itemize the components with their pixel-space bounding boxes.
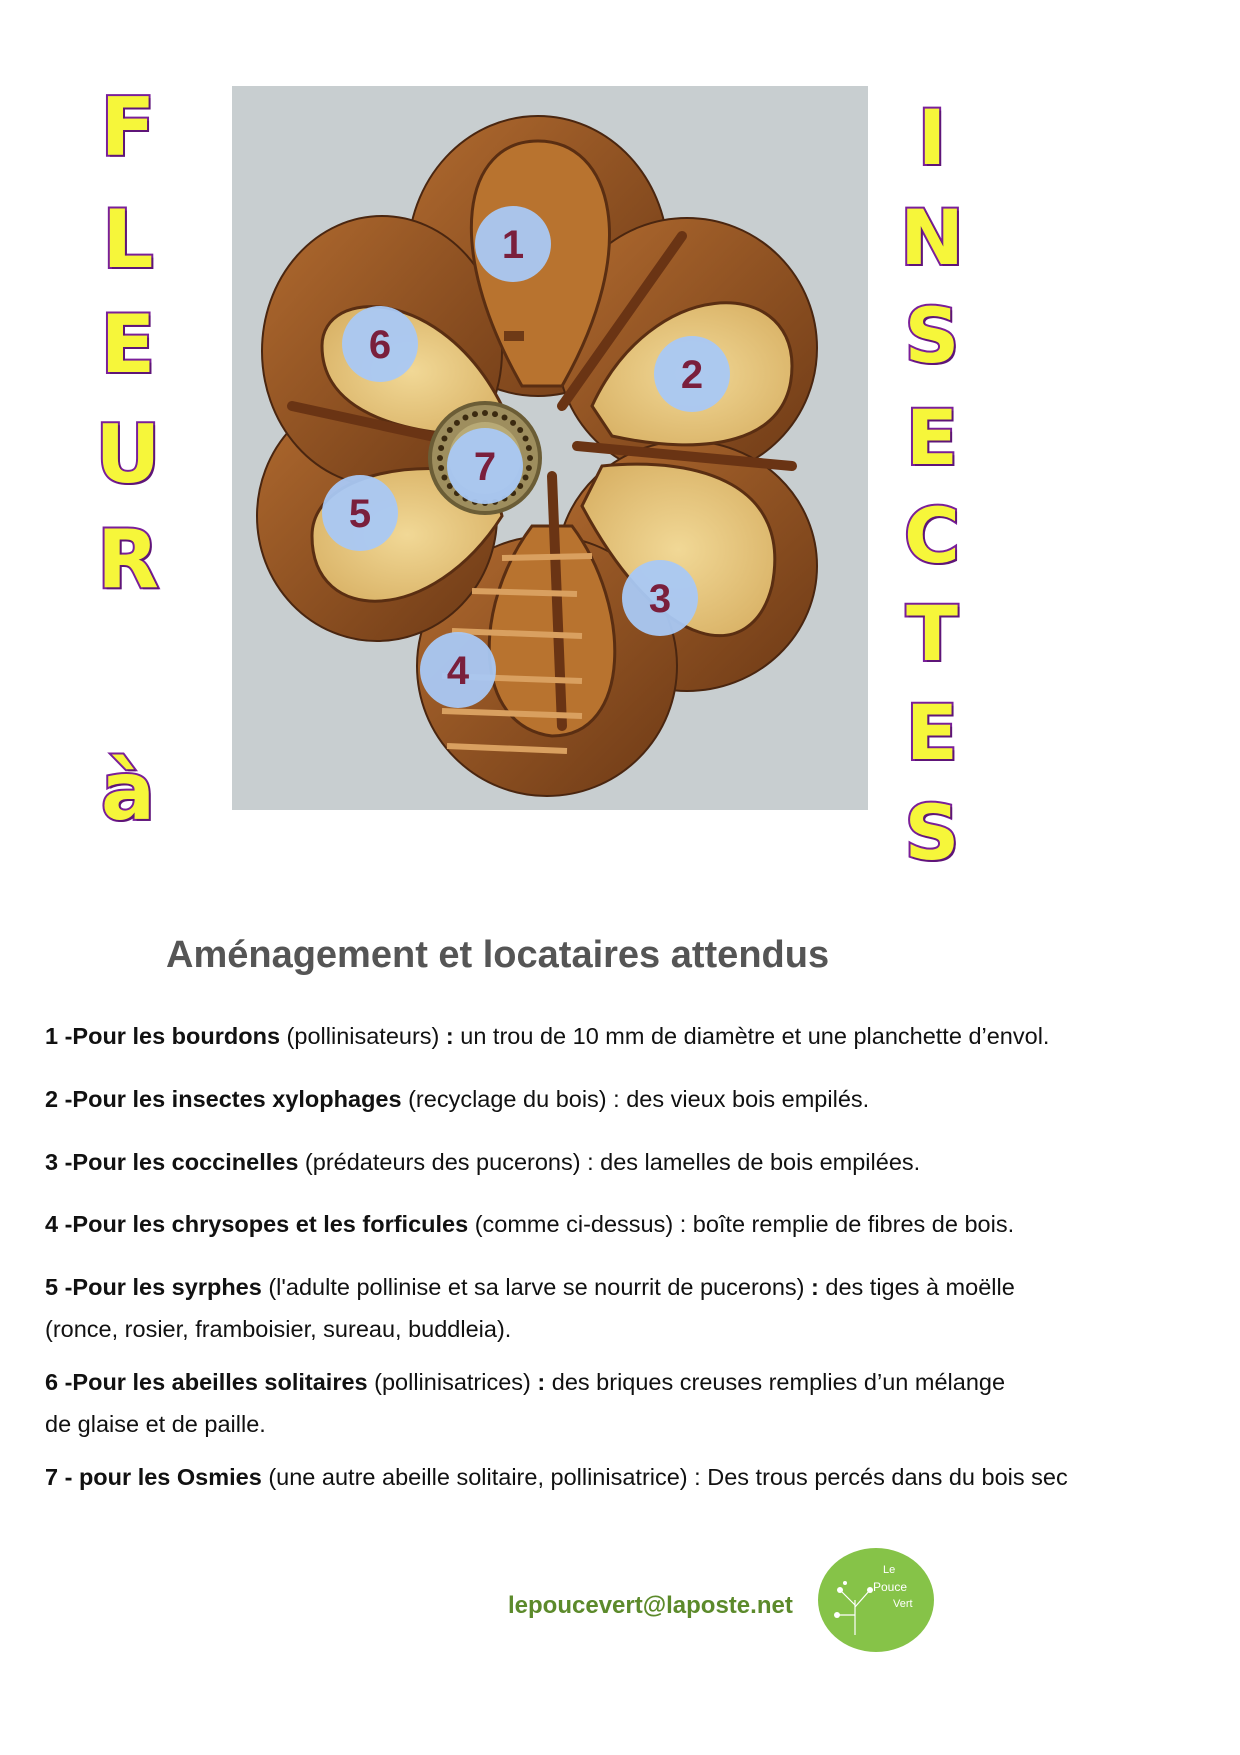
title-left-letter: R xyxy=(95,513,161,606)
item-text: des tiges à moëlle xyxy=(818,1274,1015,1300)
item-text: (l'adulte pollinise et sa larve se nourr… xyxy=(261,1274,812,1300)
item-bold-text: 2 -Pour les insectes xylophages xyxy=(45,1086,402,1112)
osmia-holes xyxy=(437,410,533,506)
item-text: (une autre abeille solitaire, pollinisat… xyxy=(261,1464,1068,1490)
compartment-number: 6 xyxy=(369,323,391,367)
osmia-hole xyxy=(438,465,445,472)
logo-text-le: Le xyxy=(883,1564,895,1576)
item-bold-text: 7 - pour les Osmies xyxy=(45,1464,262,1490)
osmia-hole xyxy=(510,419,517,426)
title-right-letter: T xyxy=(904,589,960,678)
item-text: (recyclage du bois) : des vieux bois emp… xyxy=(401,1086,870,1112)
tenant-item-5-line-2: (ronce, rosier, framboisier, sureau, bud… xyxy=(45,1308,1195,1350)
compartment-marker-4: 4 xyxy=(420,632,496,708)
osmia-hole xyxy=(441,474,448,481)
compartment-number: 3 xyxy=(649,577,671,621)
title-right-letter: S xyxy=(903,291,962,380)
item-text: (ronce, rosier, framboisier, sureau, bud… xyxy=(45,1316,512,1342)
title-left-letter: L xyxy=(101,193,156,286)
insect-hotel-diagram: 1 2 3 4 5 6 7 xyxy=(232,86,868,810)
title-right-letter: S xyxy=(903,788,962,877)
osmia-hole xyxy=(501,414,508,421)
item-text: (comme ci-dessus) : boîte remplie de fib… xyxy=(468,1211,1015,1237)
osmia-hole xyxy=(525,465,532,472)
title-left-letter: à xyxy=(99,745,157,838)
item-bold-text: 1 -Pour les bourdons xyxy=(45,1023,281,1049)
tenant-item-6-line-2: de glaise et de paille. xyxy=(45,1403,1195,1445)
tenant-item-1: 1 -Pour les bourdons (pollinisateurs) : … xyxy=(45,1015,1195,1057)
logo-plant-drawing xyxy=(837,1589,871,1635)
osmia-hole xyxy=(462,414,469,421)
osmia-hole xyxy=(527,455,533,461)
title-right-letter: E xyxy=(904,688,960,777)
section-heading: Aménagement et locataires attendus xyxy=(166,934,830,976)
osmia-hole xyxy=(517,426,524,433)
title-left-letter: E xyxy=(99,298,158,391)
compartment-number: 4 xyxy=(447,649,470,693)
osmia-hole xyxy=(438,444,445,451)
item-text: (prédateurs des pucerons) : des lamelles… xyxy=(298,1149,921,1175)
item-text: des briques creuses remplies d’un mélang… xyxy=(545,1369,1006,1395)
entrance-board xyxy=(504,331,524,341)
osmia-hole xyxy=(525,444,532,451)
title-right-letter: C xyxy=(902,491,962,580)
le-pouce-vert-logo: Le Pouce Vert xyxy=(818,1548,934,1652)
item-text: (pollinisatrices) xyxy=(367,1369,538,1395)
item-bold-text: : xyxy=(537,1369,546,1395)
title-right-letter: N xyxy=(898,193,966,282)
item-bold-text: : xyxy=(811,1274,819,1300)
item-bold-text: : xyxy=(445,1023,454,1049)
contact-email[interactable]: lepoucevert@laposte.net xyxy=(508,1592,793,1619)
title-left-letter: U xyxy=(94,408,163,501)
tenant-item-4: 4 -Pour les chrysopes et les forficules … xyxy=(45,1203,1195,1245)
compartment-number: 5 xyxy=(349,492,371,536)
compartment-marker-1: 1 xyxy=(475,206,551,282)
compartment-marker-6: 6 xyxy=(342,306,418,382)
logo-text-pouce: Pouce xyxy=(873,1580,907,1594)
title-right-letter: E xyxy=(904,393,960,482)
osmia-hole xyxy=(522,474,529,481)
logo-text-vert: Vert xyxy=(893,1598,913,1610)
osmia-hole xyxy=(446,483,453,490)
item-text: un trou de 10 mm de diamètre et une plan… xyxy=(453,1023,1050,1049)
tenant-item-6: 6 -Pour les abeilles solitaires (pollini… xyxy=(45,1361,1195,1403)
item-text: (pollinisateurs) xyxy=(280,1023,446,1049)
osmia-hole xyxy=(471,411,478,418)
tenant-item-7: 7 - pour les Osmies (une autre abeille s… xyxy=(45,1456,1195,1498)
tenant-item-5: 5 -Pour les syrphes (l'adulte pollinise … xyxy=(45,1266,1195,1308)
osmia-hole xyxy=(482,410,488,416)
compartment-number: 2 xyxy=(681,353,703,397)
title-left-letter: F xyxy=(99,81,158,174)
osmia-hole xyxy=(446,426,453,433)
compartment-number: 7 xyxy=(474,445,496,489)
item-bold-text: 3 -Pour les coccinelles xyxy=(45,1149,299,1175)
osmia-hole xyxy=(517,483,524,490)
tenant-item-2: 2 -Pour les insectes xylophages (recycla… xyxy=(45,1078,1195,1120)
item-bold-text: 4 -Pour les chrysopes et les forficules xyxy=(45,1211,469,1237)
logo-dots xyxy=(834,1581,873,1618)
osmia-hole xyxy=(492,411,499,418)
item-bold-text: 5 -Pour les syrphes xyxy=(45,1274,262,1300)
compartment-marker-3: 3 xyxy=(622,560,698,636)
osmia-hole xyxy=(453,419,460,426)
insect-hotel-illustration: 1 2 3 4 5 6 7 xyxy=(256,115,818,797)
item-bold-text: 6 -Pour les abeilles solitaires xyxy=(45,1369,368,1395)
title-right-letter: I xyxy=(916,93,948,182)
compartment-marker-5: 5 xyxy=(322,475,398,551)
osmia-hole xyxy=(441,435,448,442)
osmia-hole xyxy=(522,435,529,442)
item-text: de glaise et de paille. xyxy=(45,1411,266,1437)
compartment-marker-7: 7 xyxy=(447,428,523,504)
osmia-hole xyxy=(437,455,443,461)
tenant-item-3: 3 -Pour les coccinelles (prédateurs des … xyxy=(45,1141,1195,1183)
compartment-marker-2: 2 xyxy=(654,336,730,412)
compartment-number: 1 xyxy=(502,223,524,267)
